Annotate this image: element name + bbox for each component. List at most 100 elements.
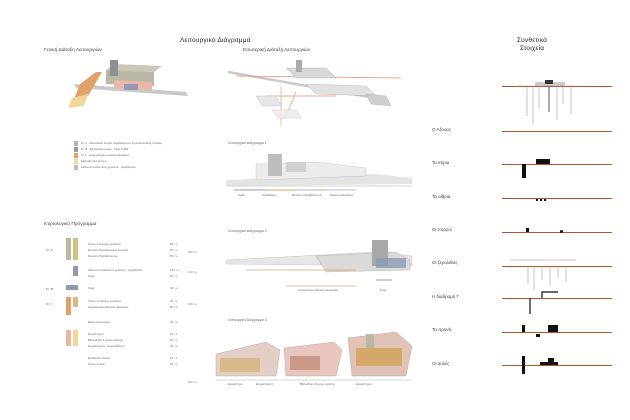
program-row-label: Καφέ bbox=[88, 274, 95, 278]
functional-diagram-3 bbox=[215, 331, 413, 381]
general-layout-diagram bbox=[68, 60, 188, 108]
program-bar bbox=[73, 238, 78, 260]
internal-tower bbox=[296, 60, 302, 72]
museum-g-block bbox=[72, 72, 102, 104]
slopes-mark bbox=[522, 325, 525, 332]
program-row-value: 40 τ.μ. bbox=[170, 286, 179, 290]
museum-a-block-side bbox=[106, 64, 162, 72]
legend-item: Εκπαιδευτικό κέντρο bbox=[74, 158, 106, 164]
element-label-axis: Ο Άξονας bbox=[432, 127, 451, 132]
program-bar bbox=[66, 238, 71, 260]
program-row-label: Βιβλιοθήκη & χώροι μελέτης bbox=[88, 338, 123, 342]
functional-diagram-1 bbox=[226, 154, 412, 191]
element-axis-line bbox=[502, 131, 612, 132]
program-total: 900 τ.μ. bbox=[188, 380, 198, 384]
program-subtotal: 165 τ.μ. bbox=[188, 302, 198, 306]
diagram-3-label: Εργαστήριο ΙΙ bbox=[256, 382, 273, 386]
internal-block-2 bbox=[305, 83, 377, 97]
program-row-label: Χώροι υποδοχής μουσείου bbox=[88, 242, 122, 246]
courtyards-mark bbox=[522, 356, 525, 374]
atria-mark bbox=[536, 199, 538, 201]
legend-swatch bbox=[74, 152, 78, 158]
program-row-value: 90 τ.μ. bbox=[170, 248, 179, 252]
program-row-value: 90 τ.μ. bbox=[170, 338, 179, 342]
program-row-value: 80 τ.μ. bbox=[170, 242, 179, 246]
slopes-mark bbox=[548, 325, 558, 332]
internal-layout-title: Εσωτερική Διάταξη Λειτουργιών bbox=[243, 48, 311, 53]
program-row-label: Μικρό εργαστήριο bbox=[88, 320, 111, 324]
program-bar bbox=[73, 330, 78, 346]
program-bar bbox=[73, 297, 78, 307]
program-row-value: 40 τ.μ. bbox=[170, 320, 179, 324]
diagram-3-label: Βιβλιοθήκη & χώροι μελέτης bbox=[300, 382, 335, 386]
diagram-3-title: Λειτουργικό Διάγραμμα 3 bbox=[228, 318, 267, 322]
education-block bbox=[68, 94, 88, 108]
legend-text: Κτ. Γ - Αρχαιολογικό μουσείο Δεκελείας bbox=[81, 153, 130, 157]
program-row-label: Μουσείο Περιβάλλοντος bbox=[88, 254, 118, 258]
level-label: Κτ. Β bbox=[46, 287, 53, 291]
program-row-label: Εργαστήριο Ι bbox=[88, 332, 105, 336]
program-bar bbox=[73, 266, 78, 276]
element-buildings-line bbox=[502, 164, 612, 165]
atria-mark bbox=[540, 199, 542, 201]
element-walls-line bbox=[502, 266, 612, 267]
legend-text: Κτ. Β - Εκθεσιακοί χώροι - Καφέ & Bar bbox=[81, 147, 129, 151]
main-title: Λειτουργικό Διάγραμμα bbox=[180, 37, 251, 44]
atria-mark bbox=[544, 199, 546, 201]
diagram-1-label: Αμφιθέατρο bbox=[262, 193, 277, 197]
element-atria-line bbox=[502, 198, 612, 199]
diagram-2-label: Καφέ bbox=[380, 288, 387, 292]
program-row-label: Βοηθητικοί Χώροι bbox=[88, 356, 110, 360]
element-label-towers: Οι πύργοι bbox=[432, 227, 452, 232]
program-row-value: 20 τ.μ. bbox=[170, 362, 179, 366]
legend-item: Κτ. Β - Εκθεσιακοί χώροι - Καφέ & Bar bbox=[74, 146, 128, 152]
legend-swatch bbox=[74, 164, 78, 170]
diagram-3-label: Εργαστήριο Ι bbox=[356, 382, 373, 386]
program-row-label: Αρχαιολογικό Μουσείο Δεκελείας bbox=[88, 305, 129, 309]
element-label-buildings: Τα κτίρια bbox=[432, 160, 450, 165]
program-subtotal: 255 τ.μ. bbox=[188, 250, 198, 254]
diagram-1-label: Μουσείο Δεκελείας bbox=[330, 193, 354, 197]
legend-item: Αίθουσα πολλαπλών χρήσεων - Αμφιθέατρο bbox=[74, 164, 136, 170]
diagram-3-label: Εργαστήριο bbox=[228, 382, 243, 386]
program-row-value: 90 τ.μ. bbox=[170, 274, 179, 278]
program-row-label: Μουσείο Μεταλλευτικής Ιστορίας bbox=[88, 248, 129, 252]
program-row-value: 30 τ.μ. bbox=[170, 299, 179, 303]
slopes-mark bbox=[536, 334, 540, 337]
element-label-drystone-walls: Οι ξερολιθιές bbox=[432, 260, 458, 265]
program-title: Κτιριολογικό Πρόγραμμα bbox=[44, 222, 97, 227]
towers-mark bbox=[526, 228, 529, 232]
legend-swatch bbox=[74, 140, 78, 146]
program-row-label: Καφέ bbox=[88, 286, 95, 290]
legend-swatch bbox=[74, 158, 78, 164]
legend-item: Κτ. Α - Μουσειακό κτίσμα περιβάλλοντος &… bbox=[74, 140, 163, 146]
element-label-slopes: Τα πρανή bbox=[432, 327, 452, 332]
internal-block-3 bbox=[365, 93, 392, 107]
element-slopes-line bbox=[502, 332, 612, 333]
drystone-walls-mark bbox=[510, 259, 576, 290]
legend-text: Αίθουσα πολλαπλών χρήσεων - Αμφιθέατρο bbox=[81, 165, 136, 169]
composite-elements-icon bbox=[515, 80, 585, 124]
program-row-value: 25 τ.μ. bbox=[170, 356, 179, 360]
diagram-2-label: Αρχαιολογικό Μουσείο Δεκελείας bbox=[298, 288, 339, 292]
element-label-courtyards: Οι αυλές bbox=[432, 361, 450, 366]
level-label: Κτ. Α bbox=[46, 248, 53, 252]
element-label-atria: Τα αίθρια bbox=[432, 194, 451, 199]
internal-layout-diagram bbox=[227, 60, 402, 126]
element-towers-line bbox=[502, 232, 612, 233]
legend-text: Εκπαιδευτικό κέντρο bbox=[81, 159, 107, 163]
courtyards-mark bbox=[540, 362, 558, 365]
general-layout-title: Γενική Διάταξη Λειτουργιών bbox=[44, 48, 102, 53]
program-row-label: Εργαστήριο ΙΙ - Αρχειοθέτηση bbox=[88, 344, 125, 348]
buildings-mark bbox=[522, 164, 526, 178]
components-title-text: Συνθετικά Στοιχεία bbox=[516, 37, 548, 52]
program-row-value: 80 τ.μ. bbox=[170, 305, 179, 309]
program-row-value: 85 τ.μ. bbox=[170, 254, 179, 258]
diagram-1-label: Μουσείο Περιβάλλοντος bbox=[292, 193, 322, 197]
program-bar bbox=[66, 330, 71, 346]
program-row-label: Αίθουσα πολλαπλών χρήσεων - Αμφιθέατρο bbox=[88, 268, 143, 272]
element-route-line bbox=[502, 298, 612, 299]
element-courtyards-line bbox=[502, 365, 612, 366]
program-bar bbox=[66, 297, 71, 315]
towers-mark bbox=[560, 230, 563, 233]
